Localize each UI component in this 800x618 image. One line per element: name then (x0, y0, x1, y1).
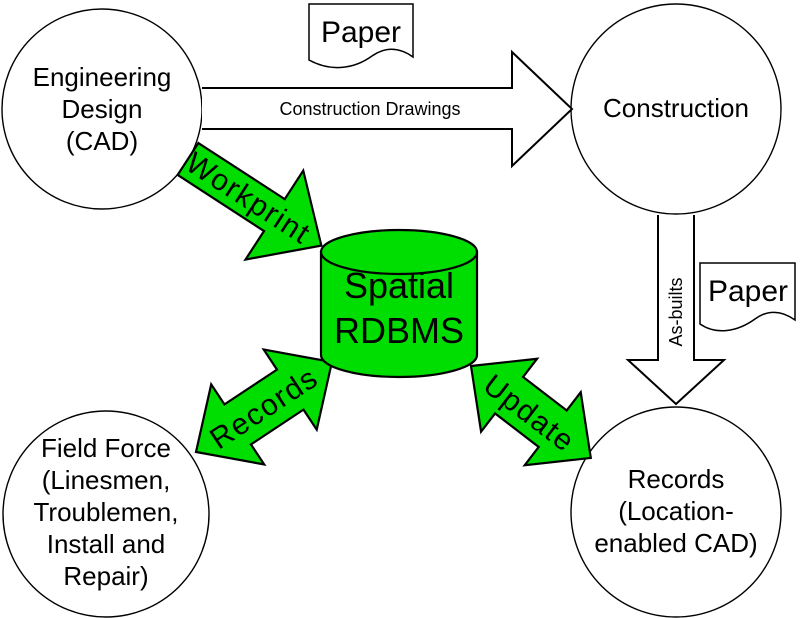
records-line2: (Location- (618, 496, 734, 526)
field-force-label: Field Force (Linesmen, Troublemen, Insta… (34, 433, 179, 591)
spatial-rdbms-label-line1: Spatial (344, 265, 454, 306)
field-force-line4: Install and (47, 529, 166, 559)
spatial-rdbms-label-line2: RDBMS (334, 310, 464, 351)
engineering-line2: Design (62, 94, 143, 124)
records-line1: Records (628, 464, 725, 494)
engineering-line1: Engineering (33, 62, 172, 92)
paper-icon-right: Paper (699, 262, 796, 332)
construction-label: Construction (603, 93, 749, 123)
field-force-line5: Repair) (63, 561, 148, 591)
cylinder-top-rim (319, 228, 479, 276)
workprint-arrow (176, 141, 323, 262)
records-line3: enabled CAD) (594, 528, 757, 558)
node-records-circle (570, 406, 782, 618)
node-field-force-circle (2, 410, 210, 618)
paper-top-shape (308, 3, 414, 69)
cylinder-body (319, 250, 479, 379)
as-builts-label: As-builts (666, 277, 686, 346)
construction-drawings-arrow (202, 49, 574, 169)
as-builts-arrow (625, 215, 727, 406)
engineering-design-label: Engineering Design (CAD) (33, 62, 172, 156)
spatial-rdbms-cylinder: Spatial RDBMS (319, 228, 479, 379)
field-force-line3: Troublemen, (34, 497, 179, 527)
records-node-label: Records (Location- enabled CAD) (594, 464, 757, 558)
paper-right-label: Paper (708, 275, 788, 308)
paper-right-shape (699, 262, 796, 332)
paper-icon-top: Paper (308, 3, 414, 69)
engineering-line3: (CAD) (66, 126, 138, 156)
field-force-line2: (Linesmen, (42, 465, 171, 495)
construction-drawings-label: Construction Drawings (279, 99, 460, 119)
paper-top-label: Paper (321, 16, 401, 49)
field-force-line1: Field Force (41, 433, 171, 463)
update-arrow (469, 357, 593, 467)
